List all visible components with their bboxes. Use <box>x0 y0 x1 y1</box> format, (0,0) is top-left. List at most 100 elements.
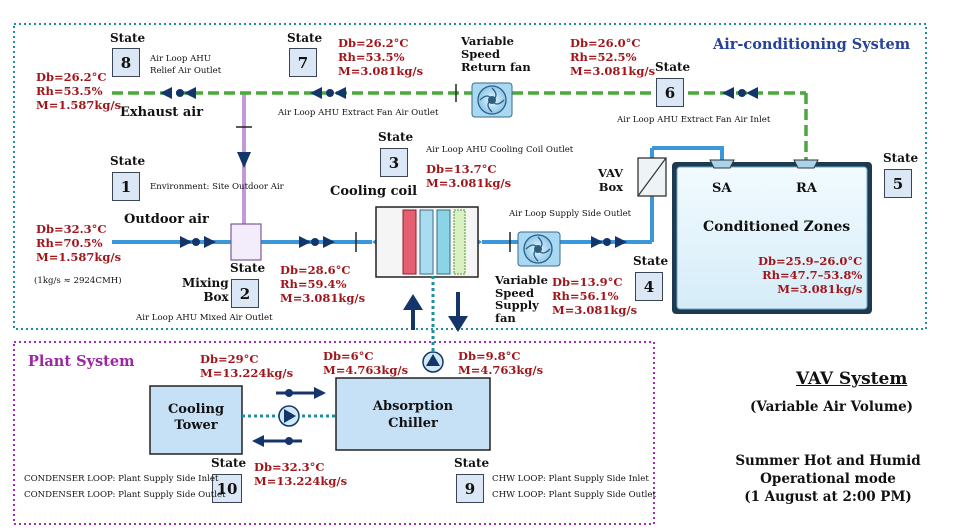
condenser-pump <box>278 405 300 427</box>
chw-return-readings: Db=9.8°C M=4.763kg/s <box>458 349 543 377</box>
state-4-desc: Air Loop Supply Side Outlet <box>509 209 632 219</box>
cond-in-db: Db=32.3°C <box>254 460 325 474</box>
state-8-word: State <box>110 31 146 45</box>
zones-label: Conditioned Zones <box>703 219 851 235</box>
chw-down-arrow <box>448 316 468 332</box>
state-4-word: State <box>633 254 669 268</box>
chiller-label: Absorption Chiller <box>336 398 490 432</box>
s7-m: M=3.081kg/s <box>338 64 424 78</box>
s8-m: M=1.587kg/s <box>36 98 122 112</box>
chw-supply-m: M=4.763kg/s <box>323 363 409 377</box>
relief-arrow <box>237 152 251 168</box>
s3-m: M=3.081kg/s <box>426 176 512 190</box>
chw-supply-db: Db=6°C <box>323 349 374 363</box>
supply-fan <box>517 231 561 267</box>
s2-db: Db=28.6°C <box>280 263 351 277</box>
state-3-desc: Air Loop AHU Cooling Coil Outlet <box>426 145 574 155</box>
vav-l1: VAV <box>598 166 624 180</box>
vav-system-subtitle: (Variable Air Volume) <box>750 399 914 415</box>
state-4-readings: Db=13.9°C Rh=56.1% M=3.081kg/s <box>552 275 637 317</box>
state-7-desc: Air Loop AHU Extract Fan Air Outlet <box>278 108 439 118</box>
cond-in-m: M=13.224kg/s <box>254 474 348 488</box>
state-3-badge: 3 <box>380 148 408 177</box>
mode-l1: Summer Hot and Humid <box>735 453 921 469</box>
plant-system-title: Plant System <box>28 353 135 370</box>
condenser-arrows <box>252 387 326 447</box>
air-system-frame <box>13 23 927 330</box>
vav-box-label: VAV Box <box>598 166 623 194</box>
supply-fan-label: Variable Speed Supply fan <box>495 274 548 324</box>
s8-rh: Rh=53.5% <box>36 84 103 98</box>
state-9-badge: 9 <box>456 474 484 503</box>
s3-db: Db=13.7°C <box>426 162 497 176</box>
cooling-tower-l2: Tower <box>174 418 218 433</box>
supply-fan-l3: Supply <box>495 298 539 312</box>
state-8-readings: Db=26.2°C Rh=53.5% M=1.587kg/s <box>36 70 121 112</box>
cooling-tower-box <box>149 385 243 455</box>
sa-label: SA <box>712 181 732 196</box>
state-2-word: State <box>230 261 266 275</box>
state-5-readings: Db=25.9–26.0°C Rh=47.7–53.8% M=3.081kg/s <box>758 254 862 296</box>
cooling-tower-label: Cooling Tower <box>150 402 242 434</box>
cond-in-readings: Db=32.3°C M=13.224kg/s <box>254 460 347 488</box>
state-10-word: State <box>211 456 247 470</box>
ra-label: RA <box>796 181 817 196</box>
state-9-desc-2: CHW LOOP: Plant Supply Side Outlet <box>492 490 656 500</box>
supply-to-zone-duct <box>652 146 724 160</box>
chw-supply-readings: Db=6°C M=4.763kg/s <box>323 349 408 377</box>
mixing-box <box>230 223 262 261</box>
vav-l2: Box <box>598 180 624 194</box>
state-1-note: (1kg/s ≈ 2924CMH) <box>34 276 122 286</box>
chw-up-arrow <box>403 294 423 310</box>
state-6-badge: 6 <box>656 78 684 107</box>
cooling-coil-label: Cooling coil <box>330 184 418 199</box>
s4-m: M=3.081kg/s <box>552 303 638 317</box>
s4-rh: Rh=56.1% <box>552 289 619 303</box>
state-9-word: State <box>454 456 490 470</box>
state-7-word: State <box>287 31 323 45</box>
state-8-desc-1: Air Loop AHU <box>150 54 212 64</box>
state-8-badge: 8 <box>112 48 140 77</box>
state-4-badge: 4 <box>635 272 663 301</box>
state-1-desc: Environment: Site Outdoor Air <box>150 182 284 192</box>
state-8-desc-2: Relief Air Outlet <box>150 66 222 76</box>
state-6-word: State <box>655 60 691 74</box>
s7-db: Db=26.2°C <box>338 36 409 50</box>
s7-rh: Rh=53.5% <box>338 50 405 64</box>
state-1-badge: 1 <box>112 172 140 201</box>
return-fan-l2: Speed <box>461 47 501 61</box>
s1-m: M=1.587kg/s <box>36 250 122 264</box>
state-1-word: State <box>110 154 146 168</box>
outdoor-air-label: Outdoor air <box>124 212 209 227</box>
chw-return-db: Db=9.8°C <box>458 349 521 363</box>
s5-m: M=3.081kg/s <box>777 282 863 296</box>
vav-system-title: VAV System <box>796 369 908 389</box>
s8-db: Db=26.2°C <box>36 70 107 84</box>
cooling-coil-unit <box>372 206 482 278</box>
chiller-l1: Absorption <box>372 399 454 414</box>
state-5-badge: 5 <box>884 169 912 198</box>
cond-out-m: M=13.224kg/s <box>200 366 294 380</box>
cond-out-readings: Db=29°C M=13.224kg/s <box>200 352 293 380</box>
operational-mode: Summer Hot and Humid Operational mode (1… <box>735 452 921 506</box>
vav-box-shape <box>637 157 667 197</box>
plant-system-frame <box>13 341 655 525</box>
state-9-desc-1: CHW LOOP: Plant Supply Side Inlet <box>492 474 649 484</box>
state-7-badge: 7 <box>289 48 317 77</box>
state-3-readings: Db=13.7°C M=3.081kg/s <box>426 162 511 190</box>
state-7-readings: Db=26.2°C Rh=53.5% M=3.081kg/s <box>338 36 423 78</box>
s5-rh: Rh=47.7–53.8% <box>762 268 863 282</box>
state-10-desc-2: CONDENSER LOOP: Plant Supply Side Outlet <box>24 490 226 500</box>
s4-db: Db=13.9°C <box>552 275 623 289</box>
state-6-readings: Db=26.0°C Rh=52.5% M=3.081kg/s <box>570 36 655 78</box>
mixing-l1: Mixing <box>182 276 229 290</box>
s6-rh: Rh=52.5% <box>570 50 637 64</box>
state-10-desc-1: CONDENSER LOOP: Plant Supply Side Inlet <box>24 474 219 484</box>
s1-db: Db=32.3°C <box>36 222 107 236</box>
supply-fan-l1: Variable <box>495 273 548 287</box>
state-3-word: State <box>378 130 414 144</box>
state-2-desc: Air Loop AHU Mixed Air Outlet <box>136 313 273 323</box>
return-fan-label: Variable Speed Return fan <box>461 35 531 74</box>
air-system-title: Air-conditioning System <box>713 36 911 53</box>
